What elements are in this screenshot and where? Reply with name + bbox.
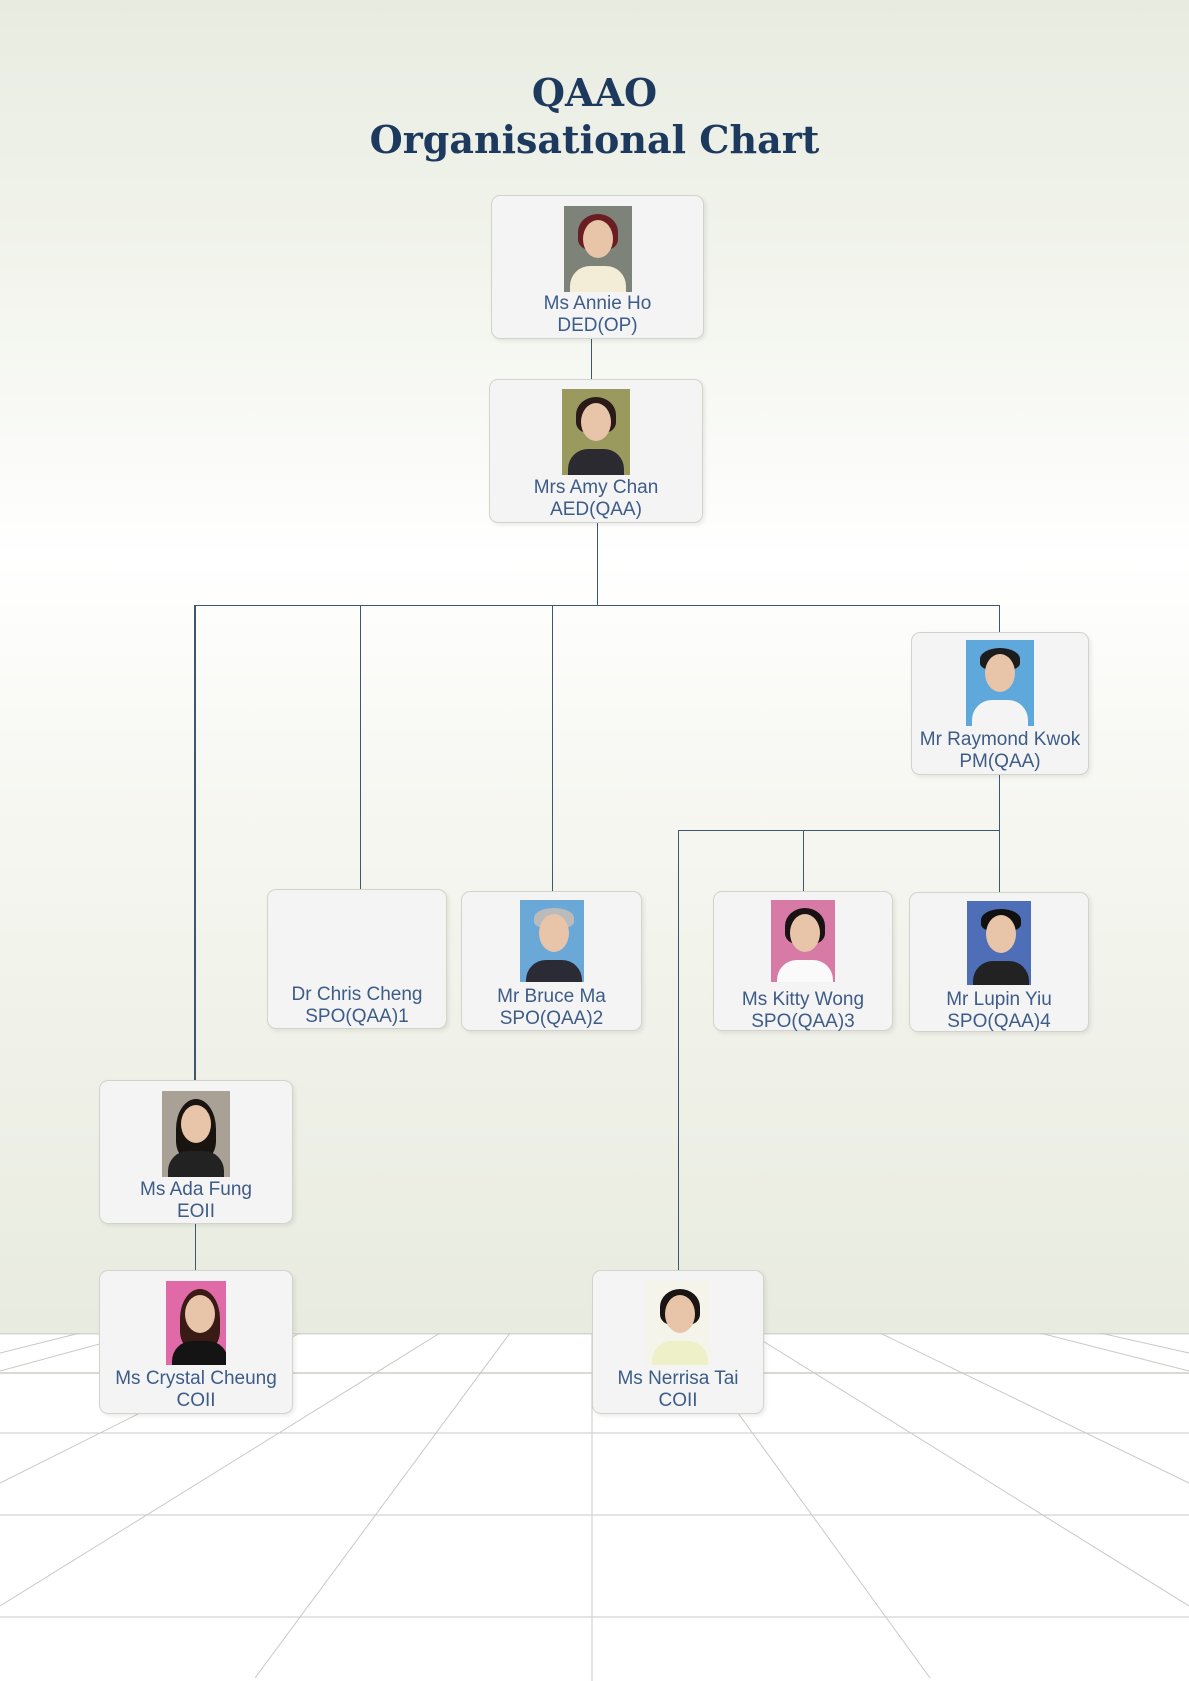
person-name: Ms Ada Fung — [140, 1179, 252, 1200]
person-role: DED(OP) — [557, 315, 638, 336]
person-role: EOII — [176, 1201, 215, 1222]
connector-horizontal-main — [194, 605, 1000, 606]
photo-annie-ho — [563, 206, 632, 292]
photo-amy-chan — [562, 389, 630, 475]
person-role: COII — [176, 1390, 216, 1411]
person-role: AED(QAA) — [550, 499, 642, 520]
person-name: Dr Chris Cheng — [291, 984, 423, 1005]
connector-bruce — [552, 605, 553, 891]
connector-raymond — [999, 605, 1000, 632]
person-role: SPO(QAA)1 — [305, 1006, 409, 1027]
person-card-amy-chan[interactable]: Mrs Amy Chan AED(QAA) — [489, 379, 703, 523]
connector-chris — [360, 605, 361, 889]
connector-kitty — [803, 830, 804, 891]
person-role: SPO(QAA)4 — [947, 1011, 1051, 1032]
person-name: Mr Bruce Ma — [497, 986, 606, 1007]
photo-nerrisa-tai — [646, 1281, 710, 1365]
connector-raymond-down — [999, 775, 1000, 892]
photo-crystal-cheung — [166, 1281, 226, 1365]
person-card-chris-cheng[interactable]: Dr Chris Cheng SPO(QAA)1 — [267, 889, 447, 1029]
person-role: COII — [658, 1390, 698, 1411]
photo-bruce-ma — [519, 900, 584, 982]
person-card-lupin-yiu[interactable]: Mr Lupin Yiu SPO(QAA)4 — [909, 892, 1089, 1032]
chart-title-line1: QAAO — [531, 70, 658, 115]
photo-lupin-yiu — [967, 901, 1031, 985]
photo-raymond-kwok — [966, 640, 1034, 726]
person-name: Mr Raymond Kwok — [919, 729, 1081, 750]
person-card-crystal-cheung[interactable]: Ms Crystal Cheung COII — [99, 1270, 293, 1414]
person-card-ada-fung[interactable]: Ms Ada Fung EOII — [99, 1080, 293, 1224]
person-card-nerrisa-tai[interactable]: Ms Nerrisa Tai COII — [592, 1270, 764, 1414]
photo-ada-fung — [162, 1091, 230, 1177]
connector-horizontal-pm — [678, 830, 1000, 831]
connector-nerrisa — [678, 830, 679, 1270]
person-role: PM(QAA) — [959, 751, 1041, 772]
person-name: Ms Crystal Cheung — [115, 1368, 277, 1389]
person-card-annie-ho[interactable]: Ms Annie Ho DED(OP) — [491, 195, 704, 339]
person-card-kitty-wong[interactable]: Ms Kitty Wong SPO(QAA)3 — [713, 891, 893, 1032]
photo-kitty-wong — [771, 900, 835, 982]
person-name: Ms Kitty Wong — [741, 989, 865, 1010]
connector-ada-crystal — [195, 1224, 196, 1270]
person-role: SPO(QAA)3 — [751, 1011, 855, 1032]
connector-ada — [194, 605, 196, 1080]
connector-annie-amy — [591, 339, 592, 379]
person-name: Mrs Amy Chan — [533, 477, 659, 498]
person-card-raymond-kwok[interactable]: Mr Raymond Kwok PM(QAA) — [911, 632, 1089, 775]
person-name: Ms Annie Ho — [543, 293, 652, 314]
person-role: SPO(QAA)2 — [499, 1008, 604, 1029]
chart-title-line2: Organisational Chart — [369, 117, 820, 162]
person-name: Mr Lupin Yiu — [946, 989, 1052, 1010]
connector-amy-down — [597, 523, 598, 605]
person-name: Ms Nerrisa Tai — [617, 1368, 739, 1389]
person-card-bruce-ma[interactable]: Mr Bruce Ma SPO(QAA)2 — [461, 891, 642, 1031]
